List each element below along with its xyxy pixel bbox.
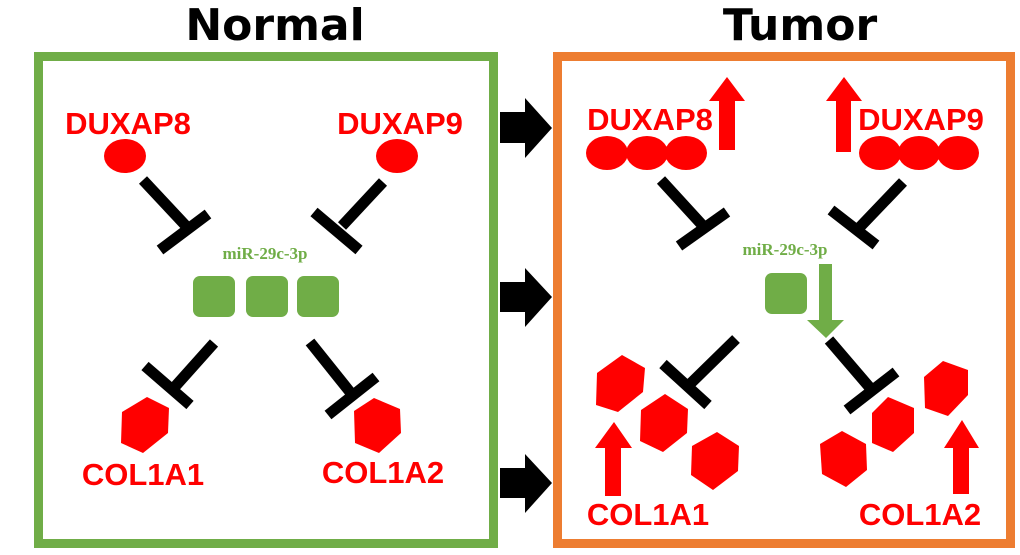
tumor-mir-molecule: [765, 273, 807, 314]
tumor-col1a1-molecules: [596, 355, 739, 490]
normal-col1a1-label: COL1A1: [82, 457, 204, 492]
tumor-duxap9-up-arrow-icon: [826, 77, 862, 152]
tumor-duxap8-up-arrow-icon: [709, 77, 745, 150]
tumor-duxap9-molecules: [859, 136, 979, 170]
normal-col1a2-label: COL1A2: [322, 455, 444, 490]
tumor-inhibit-mir-col1a2: [824, 336, 900, 415]
normal-duxap8-molecule: [104, 139, 146, 173]
tumor-col1a2-up-arrow-icon: [944, 420, 979, 494]
tumor-inhibit-mir-col1a1: [659, 335, 740, 410]
transition-arrow: [500, 268, 552, 327]
normal-col1a2-molecule: [354, 398, 401, 453]
tumor-inhibit-duxap8-mir: [656, 176, 731, 251]
transition-arrow: [500, 454, 552, 513]
normal-duxap8-label: DUXAP8: [65, 106, 191, 141]
tumor-duxap8-molecules: [586, 136, 707, 170]
normal-panel: Normal DUXAP8 DUXAP9 miR-29c-3p: [34, 0, 498, 548]
tumor-frame: [553, 52, 1015, 548]
tumor-col1a1-label: COL1A1: [587, 497, 709, 532]
normal-frame: [34, 52, 498, 548]
tumor-panel: Tumor DUXAP8 DUXAP9 miR-29c-3p: [553, 0, 1015, 548]
normal-mir-molecule: [297, 276, 339, 317]
normal-inhibit-duxap8-mir: [138, 176, 212, 255]
normal-mir-label: miR-29c-3p: [223, 244, 308, 263]
normal-mir-molecule: [193, 276, 235, 317]
normal-duxap9-molecule: [376, 139, 418, 173]
tumor-col1a1-up-arrow-icon: [595, 422, 632, 496]
normal-duxap9-label: DUXAP9: [337, 106, 463, 141]
tumor-duxap9-label: DUXAP9: [858, 102, 984, 137]
tumor-mir-label: miR-29c-3p: [743, 240, 828, 259]
tumor-duxap8-label: DUXAP8: [587, 102, 713, 137]
tumor-mir-down-arrow-icon: [807, 264, 844, 338]
transition-arrow: [500, 98, 552, 158]
normal-inhibit-duxap9-mir: [310, 178, 388, 255]
normal-col1a1-molecule: [121, 397, 169, 453]
tumor-col1a2-molecules: [820, 361, 968, 487]
normal-title: Normal: [185, 0, 364, 51]
transition-arrows: [500, 98, 552, 513]
tumor-col1a2-label: COL1A2: [859, 497, 981, 532]
tumor-title: Tumor: [723, 0, 878, 51]
tumor-inhibit-duxap9-mir: [827, 178, 907, 250]
normal-inhibit-mir-col1a2: [305, 338, 380, 420]
normal-inhibit-mir-col1a1: [141, 339, 219, 410]
normal-mir-molecule: [246, 276, 288, 317]
